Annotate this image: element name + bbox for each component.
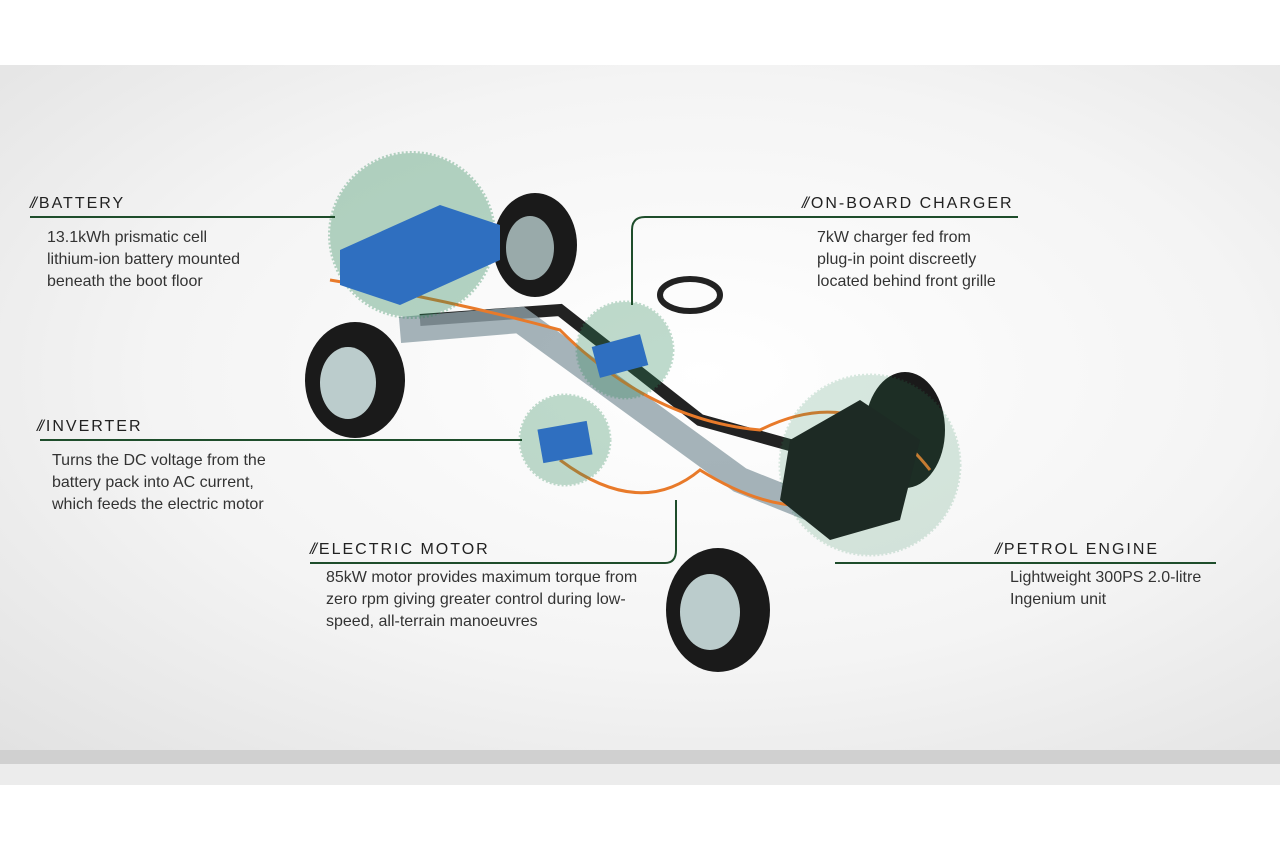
charger-title: //ON-BOARD CHARGER bbox=[802, 195, 1014, 212]
petrol-engine bbox=[780, 400, 920, 540]
inverter-unit bbox=[537, 420, 593, 464]
engine-title: //PETROL ENGINE bbox=[995, 541, 1160, 558]
wheels bbox=[305, 193, 945, 672]
charger-unit bbox=[591, 334, 649, 378]
motor-title: //ELECTRIC MOTOR bbox=[310, 541, 490, 558]
inverter-title: //INVERTER bbox=[37, 418, 143, 435]
footer-band-light bbox=[0, 764, 1280, 785]
callout-lines bbox=[30, 216, 1216, 564]
battery-title: //BATTERY bbox=[30, 195, 126, 212]
battery-pack bbox=[340, 205, 500, 305]
footer-band bbox=[0, 750, 1280, 764]
steering-wheel bbox=[657, 276, 723, 314]
